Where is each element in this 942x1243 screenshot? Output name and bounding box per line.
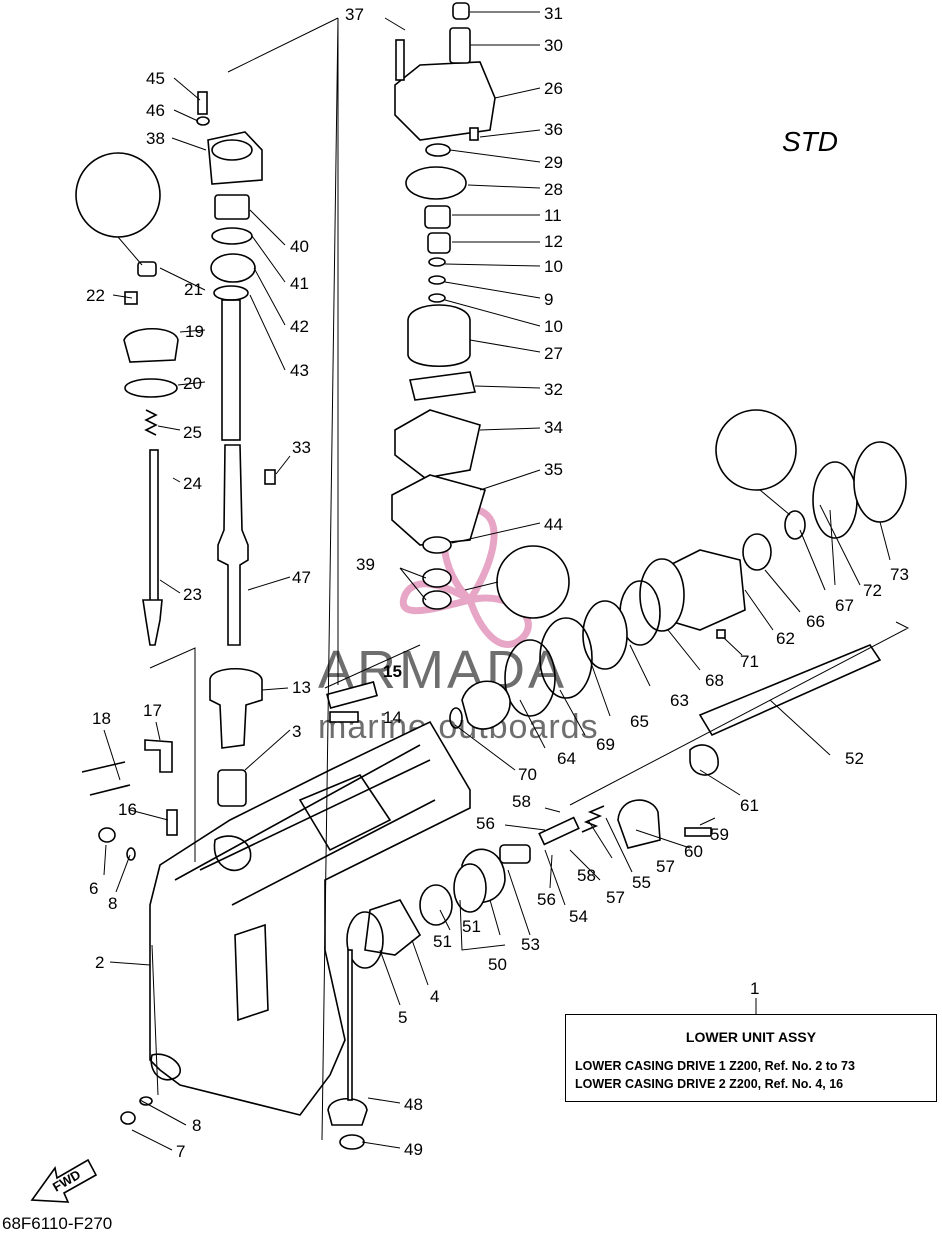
part-number: 20 [183,374,202,393]
part-number: 11 [544,206,562,225]
part-number: 4 [430,987,439,1006]
part-number: 21 [184,280,203,299]
part-number: 67 [835,596,854,615]
part-number: 25 [183,423,202,442]
shift-rod-group [123,261,276,646]
part-number: 56 [476,814,495,833]
part-number: 70 [518,765,537,784]
small-fastener-parts [81,681,378,1125]
part-number: 34 [544,418,563,437]
armada-watermark-logo: ARMADA marine outboards [318,505,598,746]
part-number: 51 [462,917,481,936]
part-number: 58 [512,792,531,811]
part-number-labels: 37 31 30 26 36 29 28 11 12 10 9 10 27 32… [86,4,909,1161]
part-number: 6 [89,879,98,898]
part-number: 42 [290,317,309,336]
part-number: 51 [433,932,452,951]
assembly-ref-number: 1 [750,979,759,998]
part-number: 60 [684,842,703,861]
part-number: 37 [345,5,364,24]
part-number: 44 [544,515,563,534]
part-number: 8 [192,1116,201,1135]
part-number: 50 [488,955,507,974]
part-number: 64 [557,749,576,768]
diagram-code: 68F6110-F270 [2,1214,113,1233]
part-number: 31 [544,4,563,23]
part-number: 10 [544,257,563,276]
part-number: 63 [670,691,689,710]
part-number: 40 [290,237,309,256]
part-number: 29 [544,153,563,172]
part-number: 13 [292,678,311,697]
fwd-arrow-icon: FWD [30,1158,98,1203]
part-number: 57 [656,857,675,876]
part-number: 48 [404,1095,423,1114]
part-number: 47 [292,568,311,587]
part-number: 56 [537,890,556,909]
leader-lines [103,11,910,1151]
part-number: 26 [544,79,563,98]
part-number: 8 [108,894,117,913]
part-number: 10 [544,317,563,336]
part-number: 17 [143,701,162,720]
part-number: 61 [740,796,759,815]
part-number: 32 [544,380,563,399]
part-number: 66 [806,612,825,631]
part-number: 57 [606,888,625,907]
part-number: 72 [863,581,882,600]
part-number: 59 [710,825,729,844]
part-number: 52 [845,749,864,768]
part-number: 14 [383,708,402,727]
part-number: 15 [383,662,402,681]
part-number: 28 [544,180,563,199]
part-number: 45 [146,69,165,88]
lower-unit-assy-box: LOWER UNIT ASSY LOWER CASING DRIVE 1 Z20… [565,1014,937,1102]
part-number: 35 [544,460,563,479]
part-number: 36 [544,120,563,139]
part-number: 38 [146,129,165,148]
part-number: 62 [776,629,795,648]
part-number: 24 [183,474,202,493]
part-number: 65 [630,712,649,731]
part-number: 7 [176,1142,185,1161]
part-number: 46 [146,101,165,120]
part-number: 12 [544,232,563,251]
part-number: 19 [185,322,204,341]
part-number: 23 [183,585,202,604]
part-number: 27 [544,344,563,363]
propeller-shaft-group [327,441,907,1150]
assembly-line: LOWER CASING DRIVE 1 Z200, Ref. No. 2 to… [575,1059,855,1073]
part-number: 22 [86,286,105,305]
part-number: 71 [740,652,759,671]
variant-label: STD [782,126,838,157]
part-number: 39 [356,555,375,574]
drive-shaft-group [196,91,263,807]
part-number: 9 [544,290,553,309]
part-number: 69 [596,735,615,754]
part-number: 18 [92,709,111,728]
part-number: 41 [290,274,309,293]
part-number: 3 [292,722,301,741]
part-number: 16 [118,800,137,819]
detail-callouts [75,152,797,619]
part-number: 58 [577,866,596,885]
water-pump-group [391,2,496,610]
part-number: 53 [521,935,540,954]
part-number: 33 [292,438,311,457]
part-number: 5 [398,1008,407,1027]
part-number: 68 [705,671,724,690]
assembly-line: LOWER CASING DRIVE 2 Z200, Ref. No. 4, 1… [575,1077,844,1091]
assembly-title: LOWER UNIT ASSY [685,1029,817,1045]
part-number: 43 [290,361,309,380]
part-number: 2 [95,953,104,972]
part-number: 30 [544,36,563,55]
part-number: 73 [890,565,909,584]
part-number: 55 [632,873,651,892]
part-number: 49 [404,1140,423,1159]
part-number: 54 [569,907,588,926]
lower-casing [149,720,471,1116]
